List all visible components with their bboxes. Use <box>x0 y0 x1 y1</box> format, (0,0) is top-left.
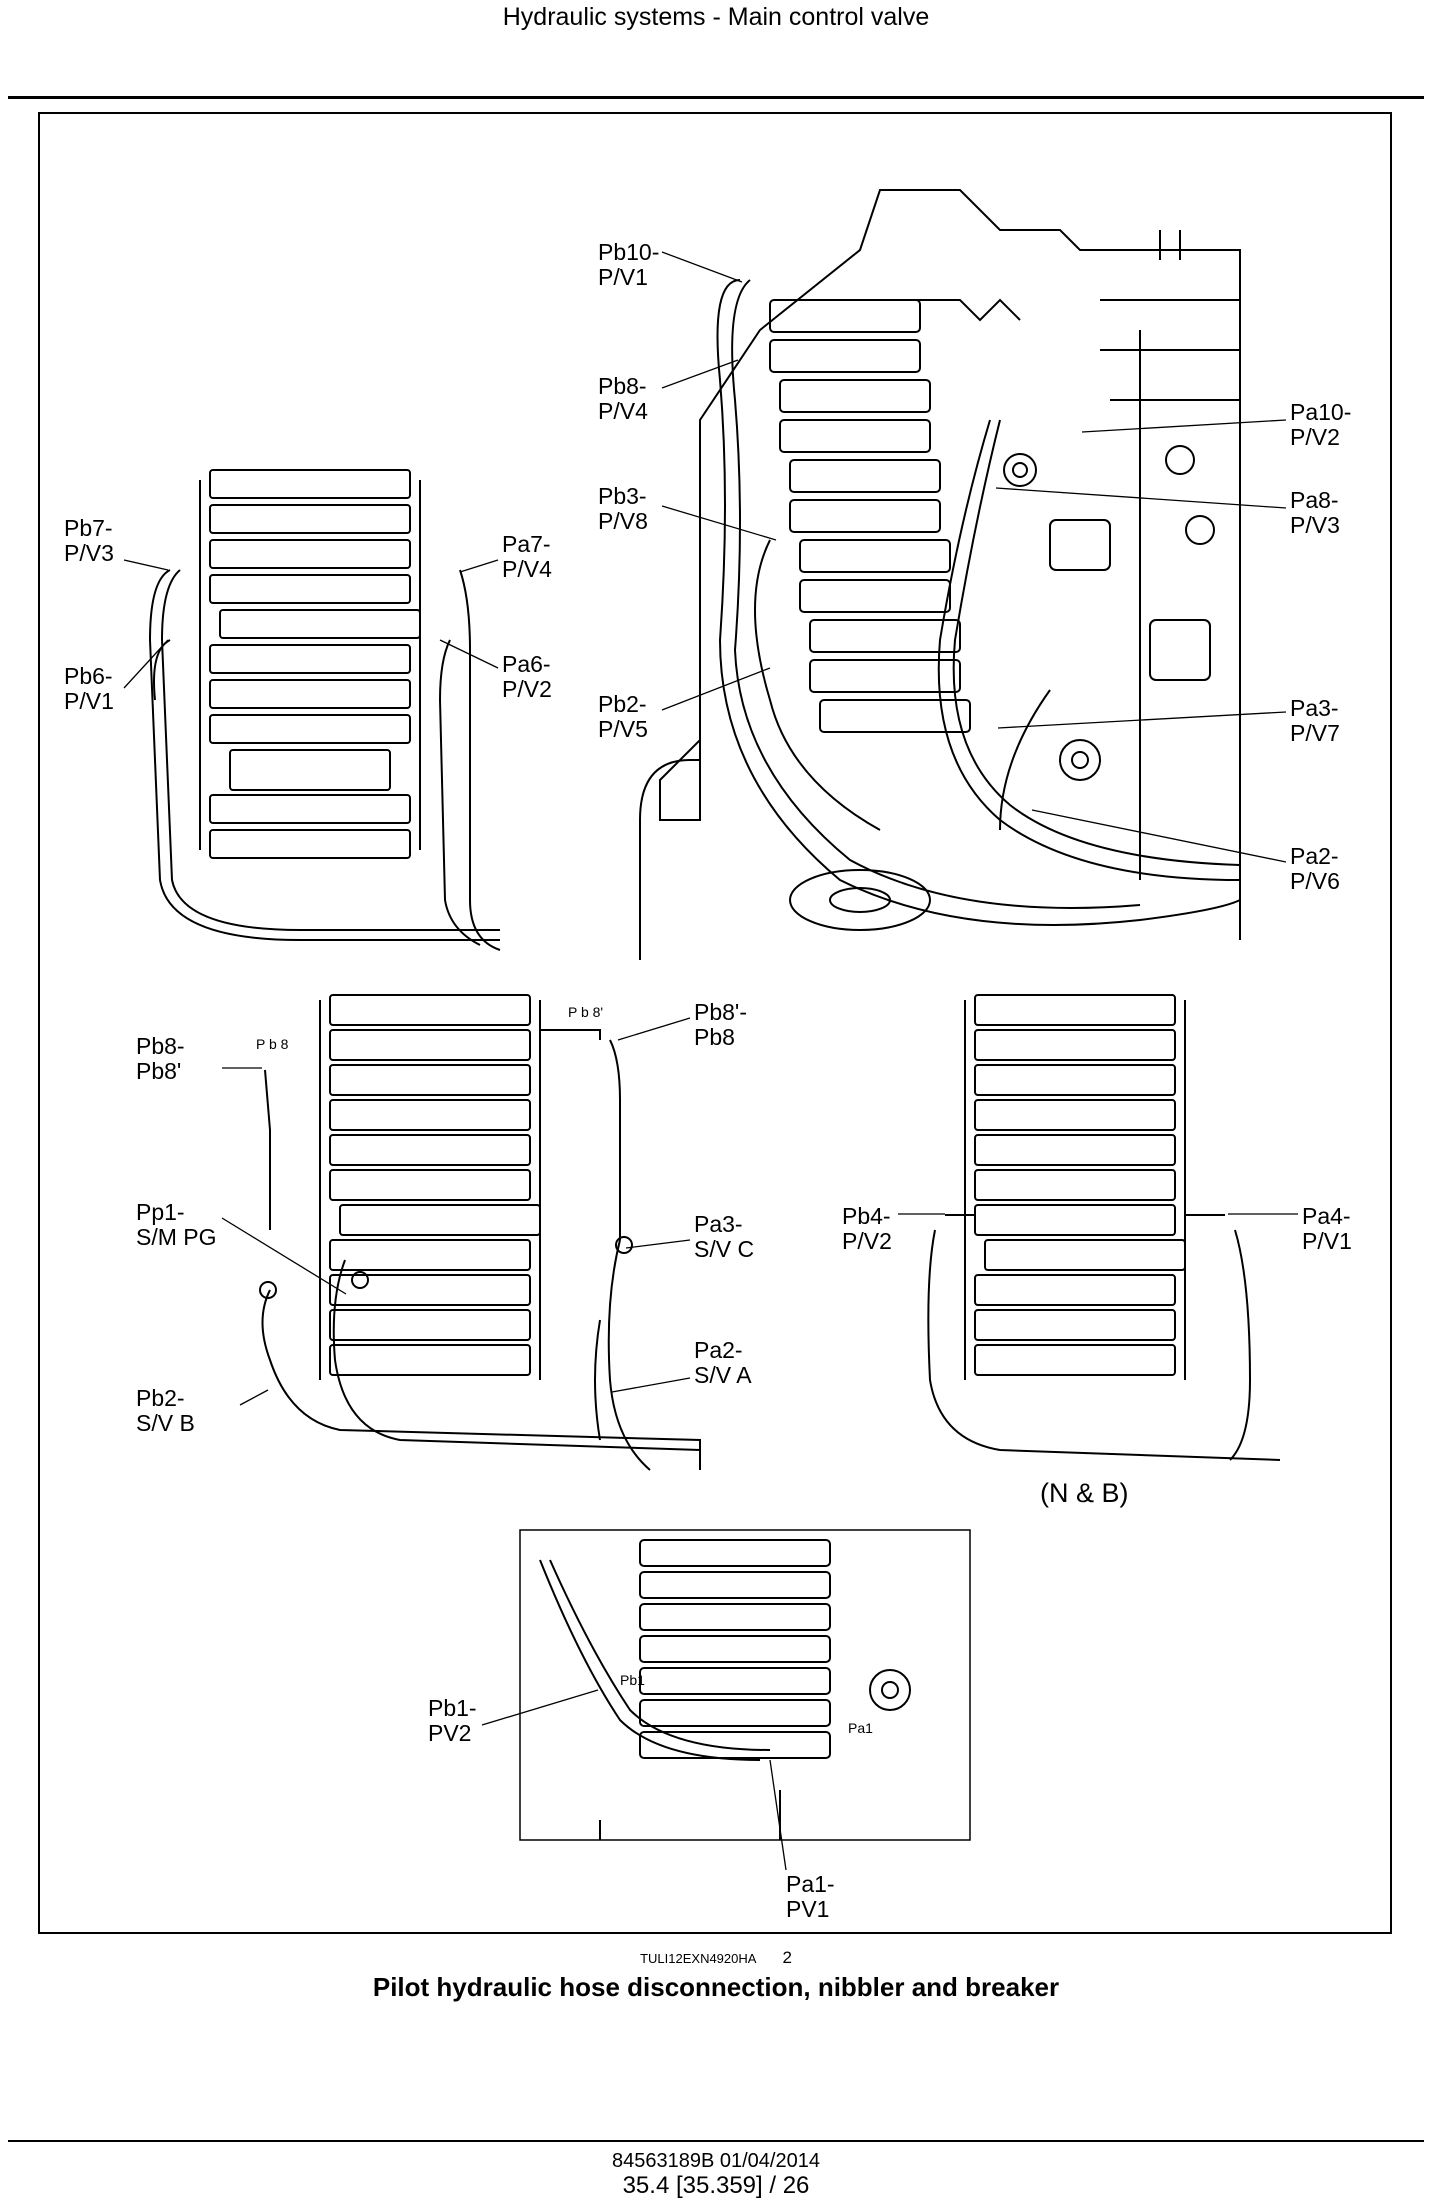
label-pb7: Pb7- P/V3 <box>64 515 114 566</box>
footer-page-number: 35.4 [35.359] / 26 <box>622 2172 810 2199</box>
label-small-pb8p: P b 8' <box>568 1004 604 1020</box>
label-pa7: Pa7- P/V4 <box>502 531 552 582</box>
header-rule <box>8 96 1424 99</box>
label-pa6: Pa6- P/V2 <box>502 651 552 702</box>
label-pp1: Pp1- S/M PG <box>136 1199 217 1250</box>
label-pa4: Pa4- P/V1 <box>1302 1203 1352 1254</box>
label-pb10: Pb10- P/V1 <box>598 239 660 290</box>
label-pb1: Pb1- PV2 <box>428 1695 477 1746</box>
label-pa3-svc: Pa3- S/V C <box>694 1211 755 1262</box>
figure-number: 2 <box>782 1948 792 1967</box>
footer-doc-number: 84563189B 01/04/2014 <box>612 2150 820 2172</box>
label-pa10: Pa10- P/V2 <box>1290 399 1352 450</box>
leader-lines <box>123 251 1298 1871</box>
figure-caption: Pilot hydraulic hose disconnection, nibb… <box>372 1972 1060 2002</box>
figure-reference: TULI12EXN4920HA 2 <box>0 1948 1432 1968</box>
label-pb2-svb: Pb2- S/V B <box>136 1385 195 1436</box>
figure-id: TULI12EXN4920HA <box>640 1951 757 1966</box>
label-pb8-pb8p: Pb8- Pb8' <box>136 1033 185 1084</box>
label-pa3: Pa3- P/V7 <box>1290 695 1340 746</box>
left-valve-assembly <box>148 469 501 951</box>
page-header-title: Hydraulic systems - Main control valve <box>502 3 930 31</box>
figure-frame <box>38 112 1392 1934</box>
label-pa1: Pa1- PV1 <box>786 1871 835 1922</box>
footer-rule <box>8 2140 1424 2142</box>
label-small-pb1: Pb1 <box>620 1672 645 1688</box>
label-pb2: Pb2- P/V5 <box>598 691 648 742</box>
label-pb4: Pb4- P/V2 <box>842 1203 892 1254</box>
label-pb6: Pb6- P/V1 <box>64 663 114 714</box>
middle-left-valve-assembly <box>259 994 701 1471</box>
middle-right-valve-assembly <box>927 994 1281 1461</box>
label-nibbler-breaker: (N & B) <box>1040 1478 1129 1508</box>
label-pb8: Pb8- P/V4 <box>598 373 648 424</box>
label-pa8: Pa8- P/V3 <box>1290 487 1340 538</box>
main-valve-assembly <box>639 189 1241 960</box>
label-pb8p-pb8: Pb8'- Pb8 <box>694 999 747 1050</box>
label-pa2: Pa2- P/V6 <box>1290 843 1340 894</box>
bottom-valve-view <box>519 1529 971 1841</box>
label-small-pb8: P b 8 <box>256 1036 289 1052</box>
label-pb3: Pb3- P/V8 <box>598 483 648 534</box>
label-pa2-sva: Pa2- S/V A <box>694 1337 752 1388</box>
label-small-pa1: Pa1 <box>848 1720 873 1736</box>
